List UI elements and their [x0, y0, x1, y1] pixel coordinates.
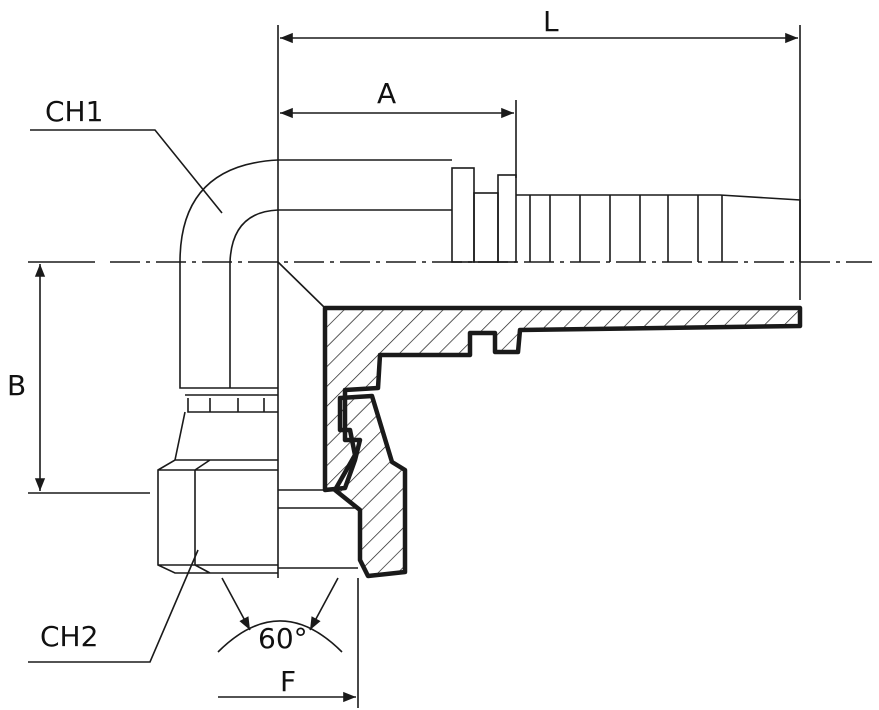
hex-nut	[157, 459, 278, 574]
label-b: B	[7, 369, 27, 402]
label-angle: 60°	[258, 622, 308, 655]
angle-arc	[217, 620, 343, 653]
label-l: L	[543, 5, 559, 38]
label-ch1: CH1	[45, 95, 104, 128]
collar	[174, 394, 278, 461]
label-f: F	[280, 665, 297, 698]
section-nut	[332, 393, 408, 579]
label-ch2: CH2	[40, 620, 99, 653]
elbow-inner	[229, 209, 452, 388]
label-a: A	[377, 77, 397, 110]
ch1-leader	[30, 129, 223, 214]
elbow-outer	[179, 159, 452, 389]
barbs	[529, 195, 723, 262]
ch2-leader	[28, 549, 199, 663]
